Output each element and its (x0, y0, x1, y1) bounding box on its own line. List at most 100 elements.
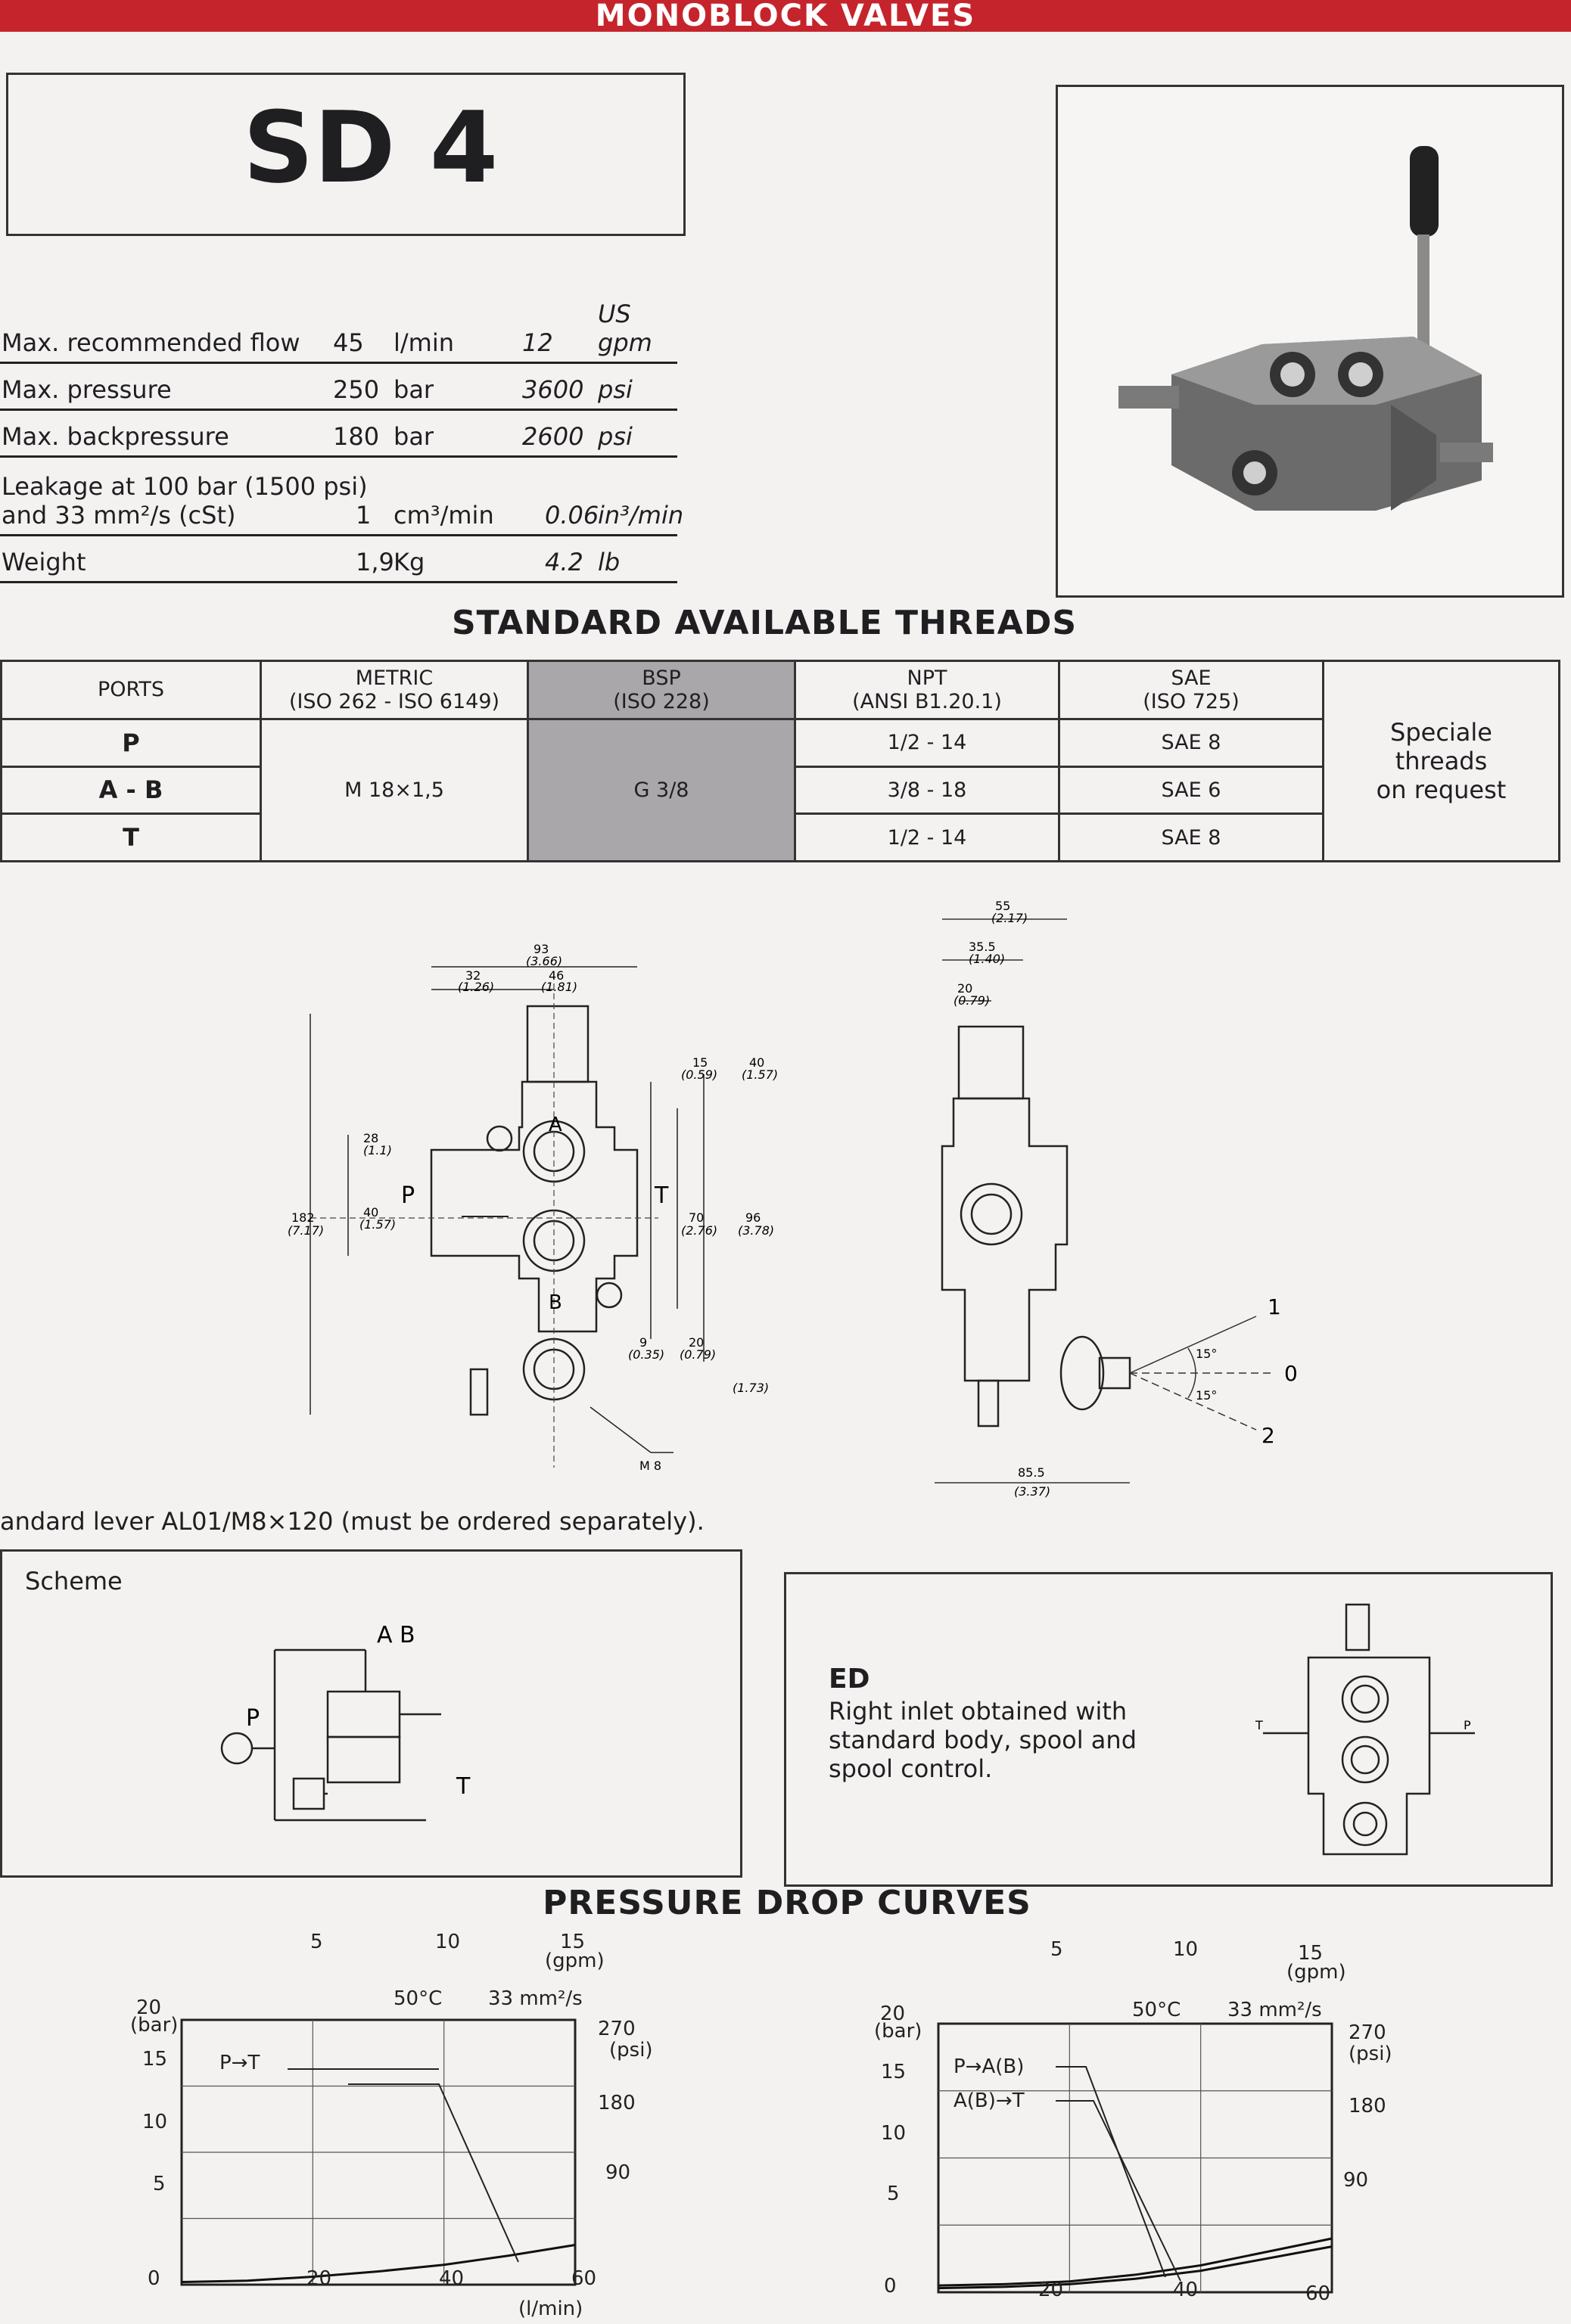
spec-us-unit: US gpm (598, 300, 652, 357)
port-cell-t: T (0, 812, 262, 862)
spec-metric-unit: Kg (394, 548, 425, 576)
port-cell-p: P (0, 717, 262, 768)
dim-15-in: (0.59) (681, 1067, 717, 1082)
col-header-metric-std: (ISO 262 - ISO 6149) (288, 689, 500, 713)
spec-label: Max. backpressure (2, 422, 229, 451)
spec-us-unit: lb (598, 548, 621, 576)
spec-metric-value: 180 (333, 422, 380, 451)
dim-40b-in: (1.57) (742, 1067, 778, 1082)
right-x-tick-60: 60 (1305, 2282, 1330, 2305)
dim-9: 9 (639, 1335, 647, 1350)
angle-15-upper: 15° (1196, 1347, 1217, 1361)
npt-cell-p: 1/2 - 14 (794, 717, 1060, 768)
side-dim-355-in: (1.40) (969, 952, 1005, 966)
npt-cell-ab: 3/8 - 18 (794, 765, 1060, 816)
spec-row-leakage: Leakage at 100 bar (1500 psi) and 33 mm²… (0, 455, 683, 536)
spec-metric-unit: bar (394, 375, 434, 404)
left-y-tick-5: 5 (153, 2173, 166, 2195)
port-label-t: T (654, 1182, 669, 1209)
spec-metric-value: 45 (333, 328, 364, 357)
dim-182: 182 (291, 1210, 315, 1225)
left-y-unit: (bar) (130, 2014, 178, 2037)
spec-us-unit: in³/min (598, 501, 684, 530)
bsp-cell: G 3/8 (527, 717, 796, 863)
side-view-drawing: 55 (2.17) 35.5 (1.40) 20 (0.79) 85.5 (3.… (935, 899, 1298, 1499)
dim-46-in: (1.81) (541, 980, 577, 994)
dim-20-in: (0.79) (680, 1347, 716, 1362)
spec-row-flow: Max. recommended flow 45 l/min 12 US gpm (0, 300, 677, 364)
left-cond-visc: 33 mm²/s (488, 1987, 583, 2010)
ed-title: ED (829, 1664, 870, 1695)
left-x-tick-60: 60 (571, 2267, 596, 2290)
col-header-bsp-std: (ISO 228) (613, 689, 710, 713)
dim-40b: 40 (749, 1055, 764, 1070)
valve-photo-icon (1058, 87, 1562, 595)
left-psi-180: 180 (598, 2092, 636, 2114)
col-header-sae-std: (ISO 725) (1143, 689, 1240, 713)
right-psi-unit: (psi) (1349, 2043, 1392, 2065)
left-y-tick-10: 10 (142, 2111, 167, 2133)
scheme-label-ab: A B (377, 1622, 415, 1648)
side-dim-855-in: (3.37) (1014, 1484, 1050, 1499)
ed-valve-diagram: T P (1255, 1603, 1475, 1856)
model-box: SD 4 (6, 73, 686, 236)
right-curve1-label: P→A(B) (953, 2055, 1024, 2078)
metric-cell: M 18×1,5 (260, 717, 529, 863)
ed-box: ED Right inlet obtained with standard bo… (784, 1572, 1553, 1887)
ed-label-t: T (1255, 1718, 1263, 1732)
spec-row-backpressure: Max. backpressure 180 bar 2600 psi (0, 409, 677, 458)
col-header-bsp-label: BSP (642, 666, 681, 690)
dim-9-in: (0.35) (628, 1347, 664, 1362)
right-y-tick-10: 10 (881, 2122, 906, 2145)
right-x-tick-40: 40 (1173, 2279, 1198, 2301)
spec-us-value: 2600 (522, 422, 584, 451)
spec-us-unit: psi (598, 422, 633, 451)
right-top-tick-0: 5 (1050, 1938, 1063, 1961)
spec-label: Max. pressure (2, 375, 172, 404)
dim-28: 28 (363, 1131, 378, 1145)
side-dim-355: 35.5 (969, 940, 996, 954)
col-header-metric: METRIC (ISO 262 - ISO 6149) (260, 660, 529, 720)
side-dim-20: 20 (957, 981, 972, 996)
right-y-tick-15: 15 (881, 2061, 906, 2083)
left-top-unit: (gpm) (545, 1950, 605, 1972)
left-top-tick-2: 15 (560, 1931, 585, 1953)
pressure-chart-right: 5 10 15 (gpm) 50°C 33 mm²/s 20 (bar) 15 … (874, 1938, 1392, 2305)
dim-70-in: (2.76) (681, 1223, 717, 1238)
left-psi-90: 90 (605, 2161, 630, 2184)
right-y-tick-5: 5 (887, 2183, 900, 2205)
left-top-tick-1: 10 (435, 1931, 460, 1953)
left-y-tick-20: 20 (136, 1996, 161, 2019)
port-label-a: A (549, 1114, 562, 1136)
left-x-unit: (l/min) (518, 2298, 583, 2320)
right-x-tick-20: 20 (1038, 2279, 1063, 2301)
right-top-tick-2: 15 (1298, 1942, 1323, 1965)
scheme-title: Scheme (25, 1567, 123, 1595)
hydraulic-scheme-diagram: A B P T (220, 1622, 471, 1822)
port-cell-ab: A - B (0, 765, 262, 816)
dim-182-in: (7.17) (288, 1223, 324, 1238)
lever-pos-0: 0 (1284, 1361, 1298, 1386)
left-chart-series-line-0 (181, 2244, 576, 2283)
left-x-tick-40: 40 (439, 2267, 464, 2290)
dim-46: 46 (549, 968, 564, 983)
special-line1: Speciale (1390, 718, 1492, 747)
spec-metric-value: 250 (333, 375, 380, 404)
dim-32-in: (1.26) (458, 980, 494, 994)
port-label-p: P (401, 1182, 415, 1209)
product-photo (1056, 85, 1564, 598)
lever-pos-1: 1 (1268, 1294, 1281, 1319)
col-header-npt-std: (ANSI B1.20.1) (852, 689, 1002, 713)
col-header-npt-label: NPT (907, 666, 947, 690)
dim-40-in: (1.57) (359, 1217, 396, 1232)
spec-row-pressure: Max. pressure 250 bar 3600 psi (0, 362, 677, 411)
lever-pos-2: 2 (1261, 1423, 1275, 1448)
dim-32: 32 (465, 968, 481, 983)
dim-96: 96 (745, 1210, 761, 1225)
right-chart-series-line-1 (938, 2245, 1333, 2290)
side-dim-855: 85.5 (1018, 1465, 1045, 1480)
dim-thread-m8: M 8 (639, 1459, 661, 1473)
special-line2: threads (1395, 747, 1488, 775)
threads-table: PORTS METRIC (ISO 262 - ISO 6149) BSP (I… (0, 660, 1560, 863)
threads-title: STANDARD AVAILABLE THREADS (451, 604, 1078, 642)
